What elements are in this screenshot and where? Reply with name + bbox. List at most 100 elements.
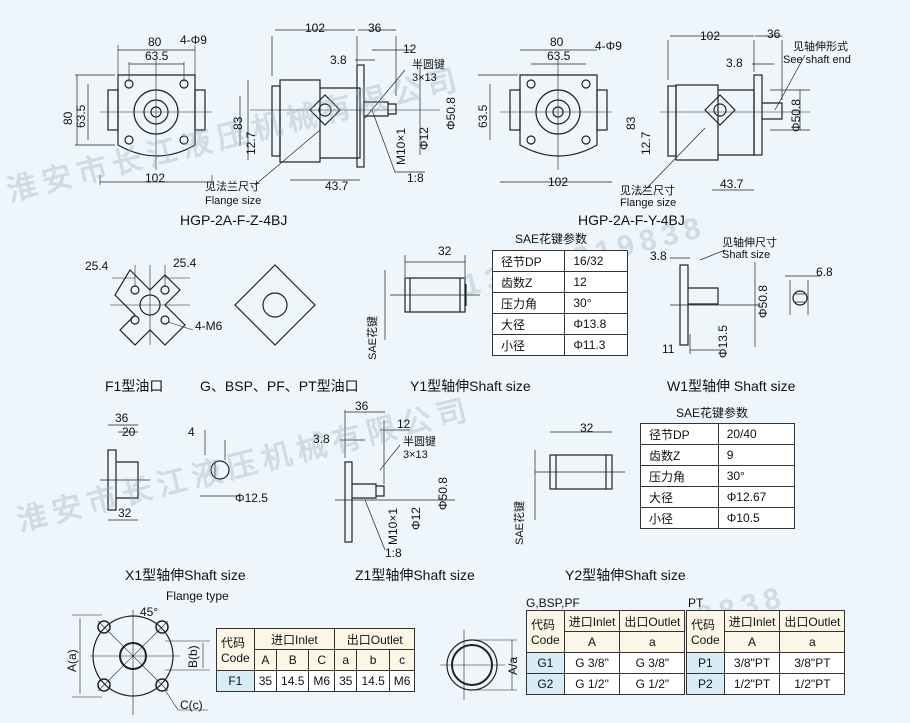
col: a bbox=[619, 631, 686, 653]
caption-hgp-y: HGP-2A-F-Y-4BJ bbox=[578, 212, 685, 228]
param: 大径 bbox=[640, 486, 719, 508]
dim: 12.7 bbox=[639, 131, 653, 155]
dim: 36 bbox=[115, 411, 129, 425]
dim-a: A(a) bbox=[65, 649, 79, 672]
hgp-y-side-view bbox=[639, 35, 810, 196]
outlet-header: 出口Outlet bbox=[619, 610, 686, 632]
dim: 32 bbox=[580, 421, 594, 435]
code-cell: P2 bbox=[686, 673, 725, 695]
hgp-z-front-view bbox=[75, 45, 213, 185]
cell: 14.5 bbox=[356, 670, 390, 692]
angle-label: 45° bbox=[140, 605, 159, 619]
dim: 25.4 bbox=[85, 259, 109, 273]
code-cell: G1 bbox=[526, 652, 565, 674]
dim-b: B(b) bbox=[186, 645, 200, 668]
caption-w1: W1型轴伸 Shaft size bbox=[667, 378, 796, 394]
dim: 63.5 bbox=[476, 104, 490, 128]
dim: 3.8 bbox=[313, 432, 330, 446]
dim: 11 bbox=[662, 342, 675, 356]
dim: 20 bbox=[122, 425, 136, 439]
round-port-drawing bbox=[440, 630, 517, 700]
inlet-header: 进口Inlet bbox=[253, 628, 336, 650]
dim: 3.8 bbox=[726, 56, 743, 70]
value: Φ12.67 bbox=[717, 486, 796, 508]
outlet-header: 出口Outlet bbox=[334, 628, 416, 650]
dim: 32 bbox=[118, 506, 132, 520]
y2-shaft-drawing bbox=[534, 431, 625, 520]
shaft-note-en: See shaft end bbox=[783, 54, 851, 66]
value: 16/32 bbox=[564, 250, 628, 272]
value: 12 bbox=[564, 271, 628, 293]
cell: M6 bbox=[388, 670, 416, 692]
key-size: 3×13 bbox=[412, 72, 437, 84]
shaft-note: 见轴伸形式 bbox=[793, 41, 848, 53]
shaft-note-en: Shaft size bbox=[722, 249, 771, 261]
cell: G 3/8" bbox=[563, 652, 621, 674]
dim: 102 bbox=[700, 29, 721, 43]
col: b bbox=[356, 649, 390, 671]
dim: Φ50.8 bbox=[444, 97, 458, 130]
caption-f1: F1型油口 bbox=[105, 378, 164, 394]
caption-g-port: G、BSP、PF、PT型油口 bbox=[200, 378, 359, 394]
code-cell: F1 bbox=[216, 670, 255, 692]
dim: 63.5 bbox=[74, 104, 88, 128]
dim: M10×1 bbox=[394, 127, 408, 165]
col: A bbox=[563, 631, 621, 653]
dim: Φ50.8 bbox=[789, 99, 803, 132]
holes-label: 4-Φ9 bbox=[595, 39, 622, 53]
value: Φ13.8 bbox=[564, 313, 628, 335]
cell: G 3/8" bbox=[619, 652, 686, 674]
cell: M6 bbox=[308, 670, 336, 692]
taper-label: 1:8 bbox=[407, 171, 424, 185]
param: 小径 bbox=[640, 507, 719, 529]
flange-note: 见法兰尺寸 bbox=[620, 185, 675, 197]
dim: 3.8 bbox=[330, 53, 347, 67]
caption-hgp-z: HGP-2A-F-Z-4BJ bbox=[180, 212, 288, 228]
caption-y2: Y2型轴伸Shaft size bbox=[565, 567, 686, 583]
dim: 63.5 bbox=[145, 49, 169, 63]
dim: 43.7 bbox=[325, 179, 349, 193]
sae-table-title: SAE花键参数 bbox=[515, 232, 588, 246]
g-port-drawing bbox=[234, 264, 316, 346]
param: 径节DP bbox=[491, 250, 566, 272]
dim: 80 bbox=[148, 35, 162, 49]
cell: 35 bbox=[334, 670, 358, 692]
col: B bbox=[276, 649, 310, 671]
cell: 3/8"PT bbox=[723, 652, 781, 674]
dim: 43.7 bbox=[720, 177, 744, 191]
code-cell: P1 bbox=[686, 652, 725, 674]
key-size: 3×13 bbox=[403, 449, 428, 461]
col: c bbox=[388, 649, 416, 671]
y1-shaft-drawing bbox=[384, 255, 480, 340]
key-label: 半圆键 bbox=[412, 59, 445, 71]
outlet-header: 出口Outlet bbox=[779, 610, 846, 632]
value: 20/40 bbox=[717, 423, 796, 445]
param: 小径 bbox=[491, 334, 566, 356]
dim: 32 bbox=[438, 244, 452, 258]
dim: 36 bbox=[368, 21, 382, 35]
inlet-header: 进口Inlet bbox=[723, 610, 781, 632]
caption-y1: Y1型轴伸Shaft size bbox=[410, 378, 531, 394]
dim: 102 bbox=[305, 21, 326, 35]
dim: Φ50.8 bbox=[756, 285, 770, 318]
dim: 12.7 bbox=[244, 131, 258, 155]
flange-type-drawing bbox=[72, 610, 210, 715]
dim: 80 bbox=[550, 35, 564, 49]
col: C bbox=[308, 649, 336, 671]
dim: 12 bbox=[397, 417, 411, 431]
param: 齿数Z bbox=[491, 271, 566, 293]
caption-z1: Z1型轴伸Shaft size bbox=[355, 567, 475, 583]
dim: Φ13.5 bbox=[716, 325, 730, 358]
dim: 3.8 bbox=[650, 249, 667, 263]
dim: 4 bbox=[188, 425, 195, 439]
sae-label: SAE花键 bbox=[514, 500, 526, 545]
w1-shaft-drawing bbox=[670, 249, 820, 354]
dim: 102 bbox=[548, 175, 569, 189]
shaft-note: 见轴伸尺寸 bbox=[722, 237, 777, 249]
